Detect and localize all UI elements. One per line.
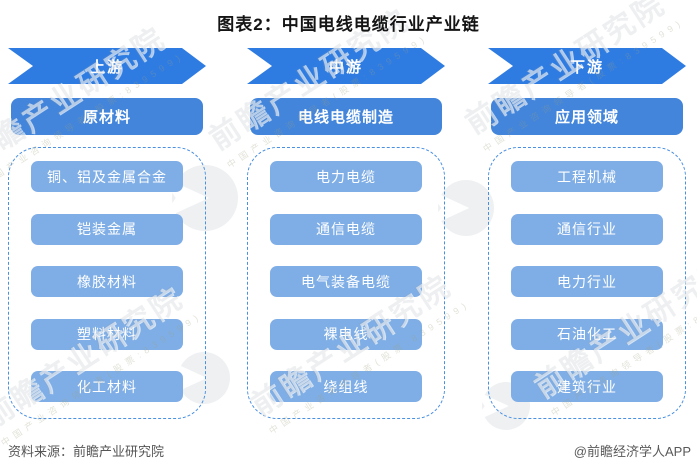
- stage-arrow-midstream: 中游: [247, 48, 445, 84]
- stage-label-midstream: 中游: [328, 58, 363, 76]
- item-box: 通信行业: [511, 213, 663, 245]
- column-midstream: 中游 电线电缆制造 电力电缆 通信电缆 电气装备电缆 裸电线 绕组线: [247, 48, 445, 419]
- column-downstream: 下游 应用领域 工程机械 通信行业 电力行业 石油化工 建筑行业: [488, 48, 686, 419]
- item-box: 铠装金属: [31, 213, 183, 245]
- items-container-downstream: 工程机械 通信行业 电力行业 石油化工 建筑行业: [488, 147, 686, 419]
- stage-label-downstream: 下游: [569, 58, 604, 76]
- item-box: 塑料材料: [31, 318, 183, 350]
- category-box-cable-manufacturing: 电线电缆制造: [250, 98, 442, 135]
- item-box: 橡胶材料: [31, 266, 183, 297]
- item-box: 绕组线: [270, 371, 422, 402]
- item-box: 石油化工: [511, 318, 663, 350]
- item-box: 化工材料: [31, 371, 183, 402]
- column-upstream: 上游 原材料 铜、铝及金属合金 铠装金属 橡胶材料 塑料材料 化工材料: [8, 48, 206, 419]
- stage-arrow-downstream: 下游: [488, 48, 686, 84]
- category-label: 应用领域: [554, 109, 619, 126]
- category-label: 电线电缆制造: [297, 109, 394, 126]
- stage-label-upstream: 上游: [89, 58, 124, 76]
- item-box: 通信电缆: [270, 213, 422, 245]
- stage-arrow-upstream: 上游: [8, 48, 206, 84]
- items-container-upstream: 铜、铝及金属合金 铠装金属 橡胶材料 塑料材料 化工材料: [8, 147, 206, 419]
- qianzhan-logo-watermark: [438, 180, 494, 236]
- source-note: 资料来源：前瞻产业研究院: [8, 444, 165, 459]
- item-box: 建筑行业: [511, 371, 663, 402]
- category-label: 原材料: [82, 109, 131, 126]
- credit-note: @前瞻经济学人APP: [573, 444, 691, 459]
- item-box: 裸电线: [270, 318, 422, 350]
- items-container-midstream: 电力电缆 通信电缆 电气装备电缆 裸电线 绕组线: [247, 147, 445, 419]
- category-box-application-fields: 应用领域: [491, 98, 683, 135]
- item-box: 铜、铝及金属合金: [31, 161, 183, 192]
- item-box: 工程机械: [511, 161, 663, 192]
- item-box: 电力行业: [511, 266, 663, 297]
- category-box-raw-materials: 原材料: [11, 98, 203, 135]
- item-box: 电气装备电缆: [270, 266, 422, 297]
- item-box: 电力电缆: [270, 161, 422, 192]
- chart-title: 图表2：中国电线电缆行业产业链: [217, 15, 480, 34]
